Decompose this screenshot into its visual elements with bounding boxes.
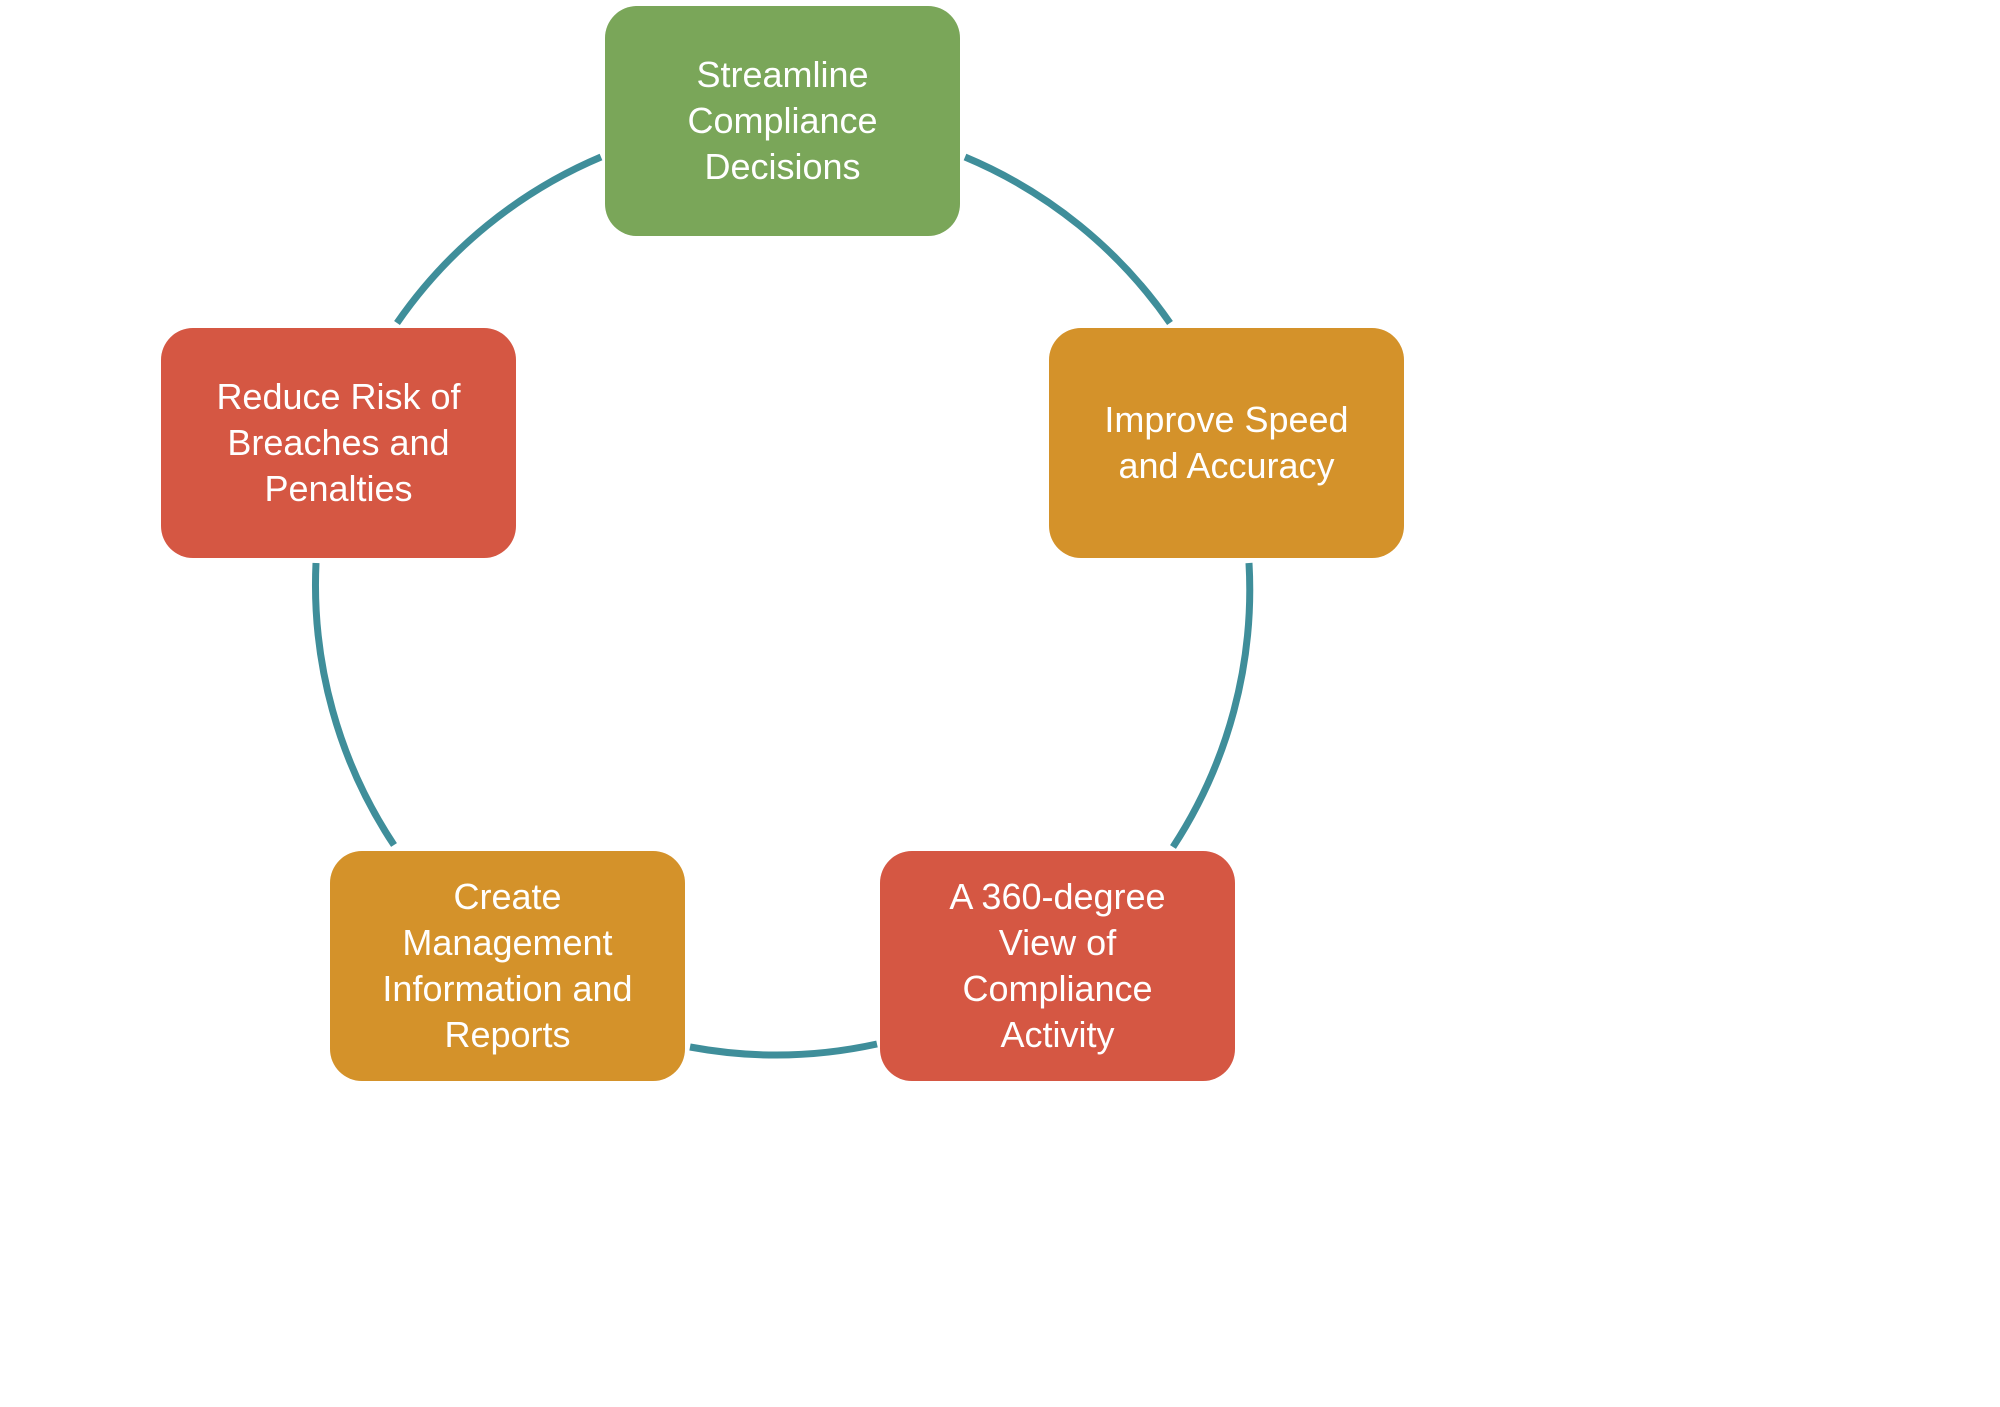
connector-arc-bottom [689, 1040, 878, 1059]
node-label: Improve Speed and Accuracy [1104, 399, 1349, 486]
connector-arc-right [1170, 562, 1254, 849]
cycle-connector-ring [312, 153, 1254, 1059]
node-360-degree-view: A 360-degree View of Compliance Activity [880, 851, 1235, 1081]
node-improve-speed-accuracy: Improve Speed and Accuracy [1049, 328, 1404, 558]
node-streamline-compliance-decisions: Streamline Compliance Decisions [605, 6, 960, 236]
connector-arc-top-left [394, 153, 603, 325]
node-create-management-information: Create Management Information and Report… [330, 851, 685, 1081]
connector-arc-top-right [963, 153, 1173, 325]
connector-arc-left [312, 562, 397, 847]
node-reduce-risk: Reduce Risk of Breaches and Penalties [161, 328, 516, 558]
node-label: Create Management Information and Report… [382, 876, 633, 1055]
node-label: A 360-degree View of Compliance Activity [949, 876, 1166, 1055]
node-label: Reduce Risk of Breaches and Penalties [216, 376, 461, 509]
node-label: Streamline Compliance Decisions [687, 54, 878, 187]
